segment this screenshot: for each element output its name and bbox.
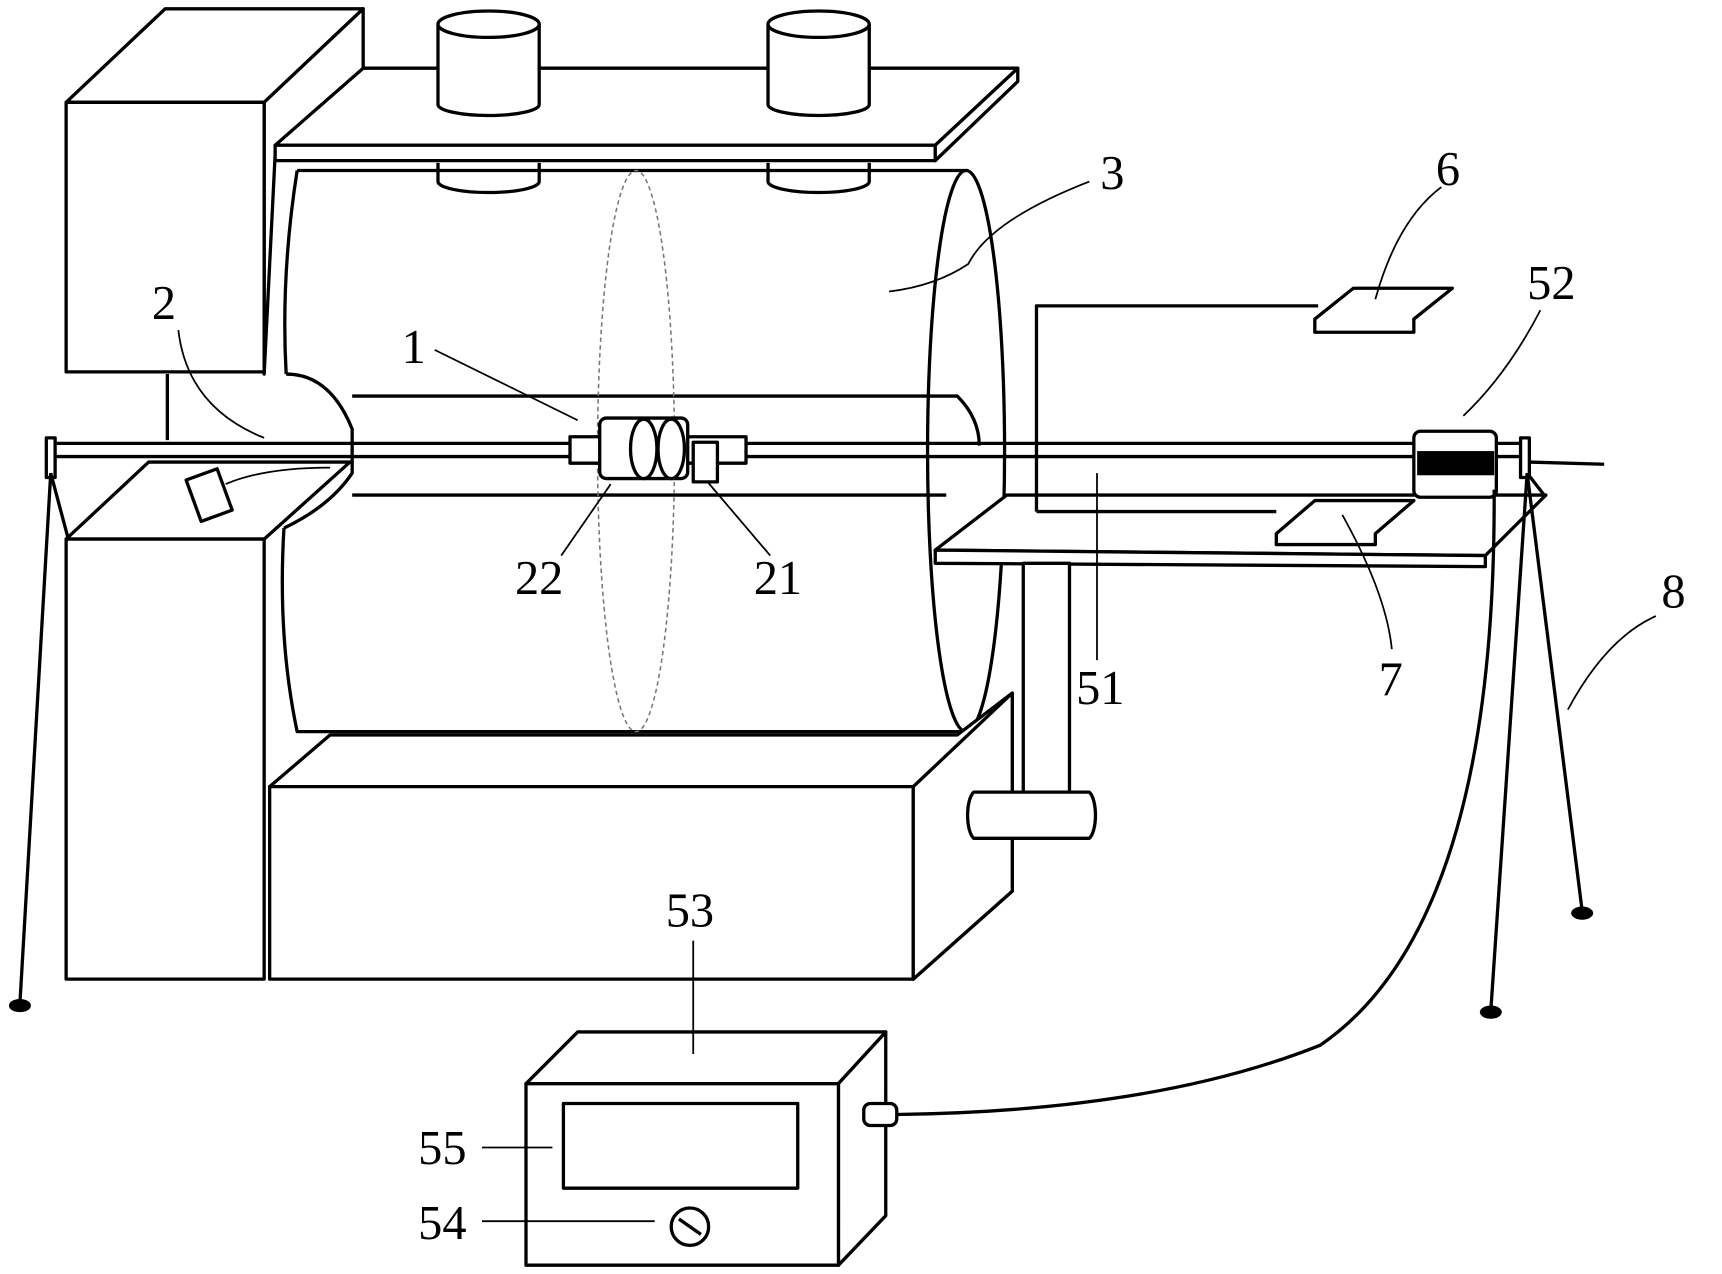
- label-21: 21: [754, 552, 802, 605]
- cable: [896, 489, 1496, 1117]
- lower-base: [268, 691, 1014, 981]
- leaders: [177, 180, 1657, 1223]
- label-51: 51: [1076, 662, 1124, 715]
- stand: [8, 472, 1594, 1019]
- motor: [1412, 429, 1498, 499]
- plate-box: [1274, 498, 1416, 547]
- label-52: 52: [1527, 257, 1575, 310]
- label-8: 8: [1661, 565, 1685, 618]
- label-7: 7: [1379, 653, 1403, 706]
- upper-cabinet: [64, 7, 365, 376]
- controller-box: [524, 1030, 899, 1267]
- sample-assembly: [568, 416, 748, 484]
- label-6: 6: [1436, 143, 1460, 196]
- label-54: 54: [418, 1197, 466, 1250]
- top-plate: [273, 66, 1020, 163]
- display-screen: [561, 1101, 800, 1190]
- label-22: 22: [515, 552, 563, 605]
- label-2: 2: [152, 277, 176, 330]
- top-cylinders: [436, 9, 871, 195]
- label-55: 55: [418, 1122, 466, 1175]
- label-53: 53: [666, 884, 714, 937]
- sensor-box: [1313, 286, 1454, 334]
- table: [933, 304, 1548, 840]
- label-1: 1: [402, 321, 426, 374]
- magnet-body: [280, 168, 1007, 734]
- lower-cabinet: [64, 374, 352, 981]
- label-3: 3: [1100, 147, 1124, 200]
